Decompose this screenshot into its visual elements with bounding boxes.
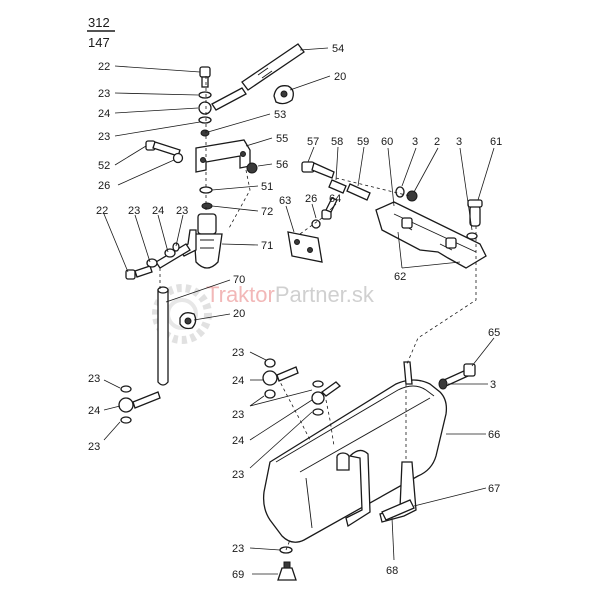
washer-51 <box>199 186 213 194</box>
seal-72 <box>201 202 213 210</box>
label-23: 23 <box>232 347 244 359</box>
label-67: 67 <box>488 483 500 495</box>
label-59: 59 <box>357 136 369 148</box>
label-54: 54 <box>332 43 344 55</box>
tank-handle <box>345 449 371 528</box>
label-3: 3 <box>412 136 418 148</box>
bolt-64 <box>321 197 338 220</box>
label-72: 72 <box>261 206 273 218</box>
label-23: 23 <box>98 88 110 100</box>
label-23: 23 <box>128 205 140 217</box>
label-24: 24 <box>232 435 244 447</box>
label-68: 68 <box>386 565 398 577</box>
label-71: 71 <box>261 240 273 252</box>
label-23: 23 <box>232 543 244 555</box>
label-24: 24 <box>152 205 164 217</box>
sleeve-59 <box>346 183 371 201</box>
bolt-52 <box>145 140 181 157</box>
page-number-top: 312 <box>88 15 110 30</box>
washer-3-tank <box>438 378 448 390</box>
linkage-tank-left-2 <box>311 380 342 416</box>
page-number-bottom: 147 <box>88 35 110 50</box>
watermark-text: TraktorPartner.sk <box>206 282 375 307</box>
rod-end-24-lower-left <box>118 385 161 424</box>
label-65: 65 <box>488 327 500 339</box>
bolt-57 <box>301 161 335 179</box>
bracket-tank-top <box>403 361 413 385</box>
label-23: 23 <box>88 373 100 385</box>
washer-3-upper <box>395 186 405 198</box>
linkage-tank-left-1 <box>262 358 299 399</box>
label-3: 3 <box>490 379 496 391</box>
clip-20-upper <box>273 85 294 105</box>
label-62: 62 <box>394 271 406 283</box>
mount-68 <box>381 499 415 521</box>
label-63: 63 <box>279 195 291 207</box>
label-23: 23 <box>88 441 100 453</box>
label-58: 58 <box>331 136 343 148</box>
label-2: 2 <box>434 136 440 148</box>
label-69: 69 <box>232 569 244 581</box>
label-52: 52 <box>98 160 110 172</box>
nut-2 <box>406 190 418 202</box>
bolt-22-mid <box>125 265 153 280</box>
label-23: 23 <box>176 205 188 217</box>
label-23: 23 <box>232 409 244 421</box>
label-61: 61 <box>490 136 502 148</box>
label-57: 57 <box>307 136 319 148</box>
label-23: 23 <box>232 469 244 481</box>
rod-70 <box>157 286 169 386</box>
label-66: 66 <box>488 429 500 441</box>
bracket-55 <box>195 139 251 173</box>
label-22: 22 <box>96 205 108 217</box>
label-55: 55 <box>276 133 288 145</box>
bracket-62 <box>375 201 487 269</box>
filler-neck <box>336 452 350 471</box>
bolt-61 <box>467 199 483 227</box>
watermark: TraktorPartner.sk <box>152 282 375 344</box>
washers-upper-stack <box>198 91 212 137</box>
rod-54 <box>241 43 305 91</box>
bolt-22-upper <box>199 66 211 88</box>
page-number: 312 147 <box>87 15 115 50</box>
label-23: 23 <box>98 131 110 143</box>
drain-plug-69 <box>277 561 297 581</box>
part-labels: 22 23 24 23 52 26 54 20 53 55 56 51 72 7… <box>88 43 502 581</box>
fuel-tank-66 <box>262 379 448 543</box>
nut-26-right <box>311 219 321 229</box>
nut-26-upper <box>172 152 184 164</box>
label-64: 64 <box>329 193 341 205</box>
bracket-63 <box>287 231 323 263</box>
label-56: 56 <box>276 159 288 171</box>
washer-3-right <box>466 232 478 240</box>
label-24: 24 <box>98 108 110 120</box>
label-20: 20 <box>233 308 245 320</box>
label-24: 24 <box>232 375 244 387</box>
label-3: 3 <box>456 136 462 148</box>
label-70: 70 <box>233 274 245 286</box>
bolt-65 <box>443 363 476 387</box>
label-60: 60 <box>381 136 393 148</box>
leader-lines <box>103 47 495 575</box>
label-26: 26 <box>305 193 317 205</box>
label-24: 24 <box>88 405 100 417</box>
rod-end-24-upper <box>198 87 247 115</box>
label-22: 22 <box>98 61 110 73</box>
clip-20-mid <box>179 312 197 330</box>
assembly-dashed-lines <box>159 76 477 551</box>
label-26: 26 <box>98 180 110 192</box>
sleeve-58 <box>328 179 347 194</box>
label-51: 51 <box>261 181 273 193</box>
nut-56 <box>246 162 258 174</box>
valve-body-71 <box>179 213 223 269</box>
label-20: 20 <box>334 71 346 83</box>
label-53: 53 <box>274 109 286 121</box>
